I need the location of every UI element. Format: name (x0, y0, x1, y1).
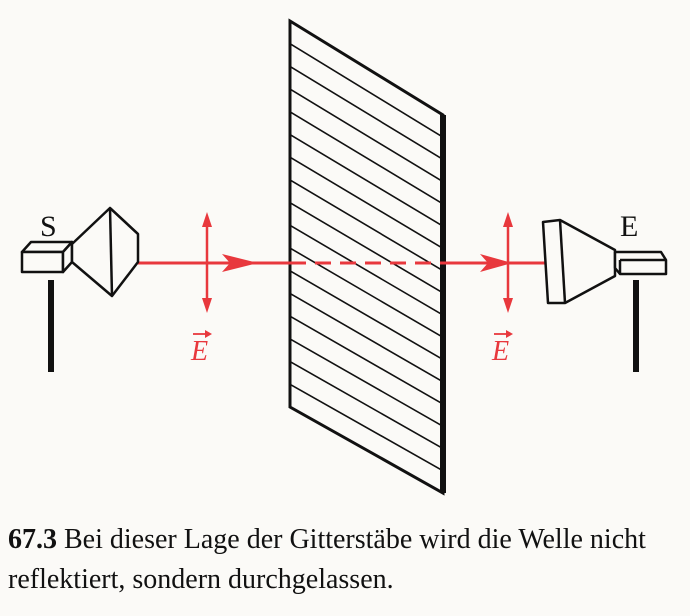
wire-grating (288, 18, 446, 496)
grating-bar (289, 133, 444, 227)
grating-bar (289, 201, 444, 294)
caption-text: Bei dieser Lage der Gitterstäbe wird die… (8, 524, 646, 595)
grating-bar (289, 338, 444, 427)
sender-horn (20, 206, 140, 372)
grating-bar (289, 383, 444, 472)
caption-number: 67.3 (8, 524, 57, 555)
grating-bar (289, 88, 444, 183)
field-label-right: E (491, 330, 513, 367)
svg-text:E: E (491, 336, 509, 367)
field-vector-left (202, 212, 212, 313)
svg-text:E: E (190, 336, 208, 367)
sender-label: S (40, 210, 57, 243)
grating-bar (289, 360, 444, 450)
figure-caption: 67.3 Bei dieser Lage der Gitterstäbe wir… (8, 520, 680, 600)
receiver-horn (541, 218, 668, 372)
grating-bar (289, 156, 444, 250)
grating-bar (289, 315, 444, 405)
grating-bar (289, 224, 444, 316)
receiver-label: E (620, 210, 638, 243)
grating-bar (289, 292, 444, 383)
grating-bar (289, 111, 444, 205)
beam-arrow-right (480, 254, 512, 272)
grating-bar (289, 65, 444, 161)
field-vector-right (503, 212, 513, 313)
beam-arrow-left (222, 254, 258, 272)
grating-bar (289, 270, 444, 361)
field-label-left: E (190, 330, 212, 367)
grating-bar (289, 43, 444, 138)
grating-bar (289, 179, 444, 272)
